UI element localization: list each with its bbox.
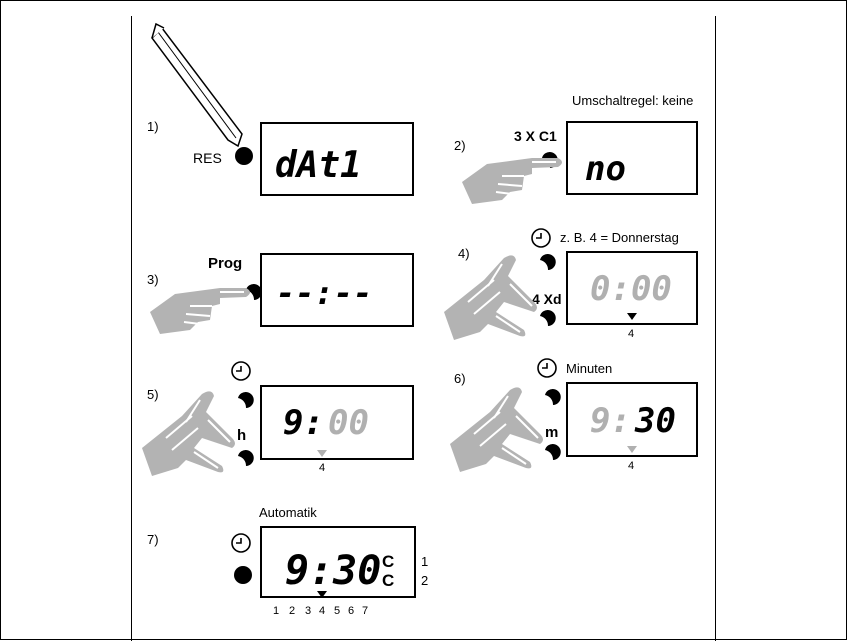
step-7: 7) Automatik 9:30 C C 1 2 1 2 3 4 5 6 7 [147, 505, 428, 617]
day-button-label: 4 Xd [532, 291, 562, 307]
prog-button-label: Prog [208, 255, 242, 272]
clock-button-dot-icon[interactable] [540, 254, 556, 270]
step-4-number: 4) [458, 246, 470, 261]
hand-pointer-icon [150, 288, 250, 334]
channel-2-symbol: C [382, 571, 394, 590]
day-4: 4 [319, 605, 325, 617]
step-6-number: 6) [454, 371, 466, 386]
step-2: Umschaltregel: keine 2) 3 X C1 no [454, 93, 697, 204]
step-5-number: 5) [147, 387, 159, 402]
clock-button-dot-icon[interactable] [545, 389, 561, 405]
day-6: 6 [348, 605, 354, 617]
day-2: 2 [289, 605, 295, 617]
day-marker-4: 4 [628, 328, 634, 340]
lcd-text-4: 0:00 [590, 269, 672, 309]
step-4: 4) z. B. 4 = Donnerstag 4 Xd 0:00 4 [444, 229, 697, 340]
clock-button-dot-icon[interactable] [238, 392, 254, 408]
lcd-minutes-6: 30 [634, 401, 676, 441]
clock-icon [538, 359, 556, 377]
lcd-hours-6: 9: [590, 401, 631, 441]
lcd-text-1: dAt1 [275, 145, 362, 186]
hour-button-label: h [237, 427, 246, 444]
day-7: 7 [362, 605, 368, 617]
channel-1-symbol: C [382, 552, 394, 571]
res-button-dot-icon[interactable] [235, 147, 253, 165]
step-1: 1) RES dAt1 [147, 24, 413, 195]
lcd-display-6 [567, 383, 697, 456]
clock-icon [532, 229, 550, 247]
step-6-caption: Minuten [566, 361, 612, 376]
hand-two-finger-icon [142, 391, 235, 476]
hour-button-dot-icon[interactable] [238, 450, 254, 466]
day-marker-6: 4 [628, 460, 634, 472]
clock-icon [232, 534, 250, 552]
step-1-number: 1) [147, 119, 159, 134]
day-marker-5: 4 [319, 462, 325, 474]
minute-button-label: m [545, 424, 558, 441]
step-2-caption: Umschaltregel: keine [572, 93, 693, 108]
channel-1-label: 1 [421, 554, 428, 569]
step-4-caption: z. B. 4 = Donnerstag [560, 230, 679, 245]
lcd-text-3: --:-- [276, 274, 372, 312]
lcd-text-2: no [585, 149, 626, 189]
lcd-hours-5: 9: [283, 403, 324, 443]
step-2-number: 2) [454, 138, 466, 153]
minute-button-dot-icon[interactable] [545, 444, 561, 460]
step-5: 5) h 9: 00 4 [142, 362, 413, 476]
clock-icon [232, 362, 250, 380]
lcd-minutes-5: 00 [328, 403, 369, 443]
step-6: 6) Minuten m 9: 30 4 [450, 359, 697, 472]
step-3: 3) Prog --:-- [147, 254, 413, 334]
channel-2-label: 2 [421, 573, 428, 588]
res-label: RES [193, 150, 222, 166]
day-button-dot-icon[interactable] [540, 310, 556, 326]
day-scale: 1 2 3 4 5 6 7 [273, 605, 368, 617]
pencil-icon [152, 24, 242, 146]
step-3-number: 3) [147, 272, 159, 287]
step-7-number: 7) [147, 532, 159, 547]
hand-two-finger-icon [444, 255, 537, 340]
step-7-caption: Automatik [259, 505, 317, 520]
day-5: 5 [334, 605, 340, 617]
day-3: 3 [305, 605, 311, 617]
hand-pointer-icon [462, 158, 562, 204]
hand-two-finger-icon [450, 387, 543, 472]
c1-button-label: 3 X C1 [514, 128, 557, 144]
lcd-text-7: 9:30 [285, 548, 381, 594]
button-dot-icon[interactable] [234, 566, 252, 584]
day-1: 1 [273, 605, 279, 617]
